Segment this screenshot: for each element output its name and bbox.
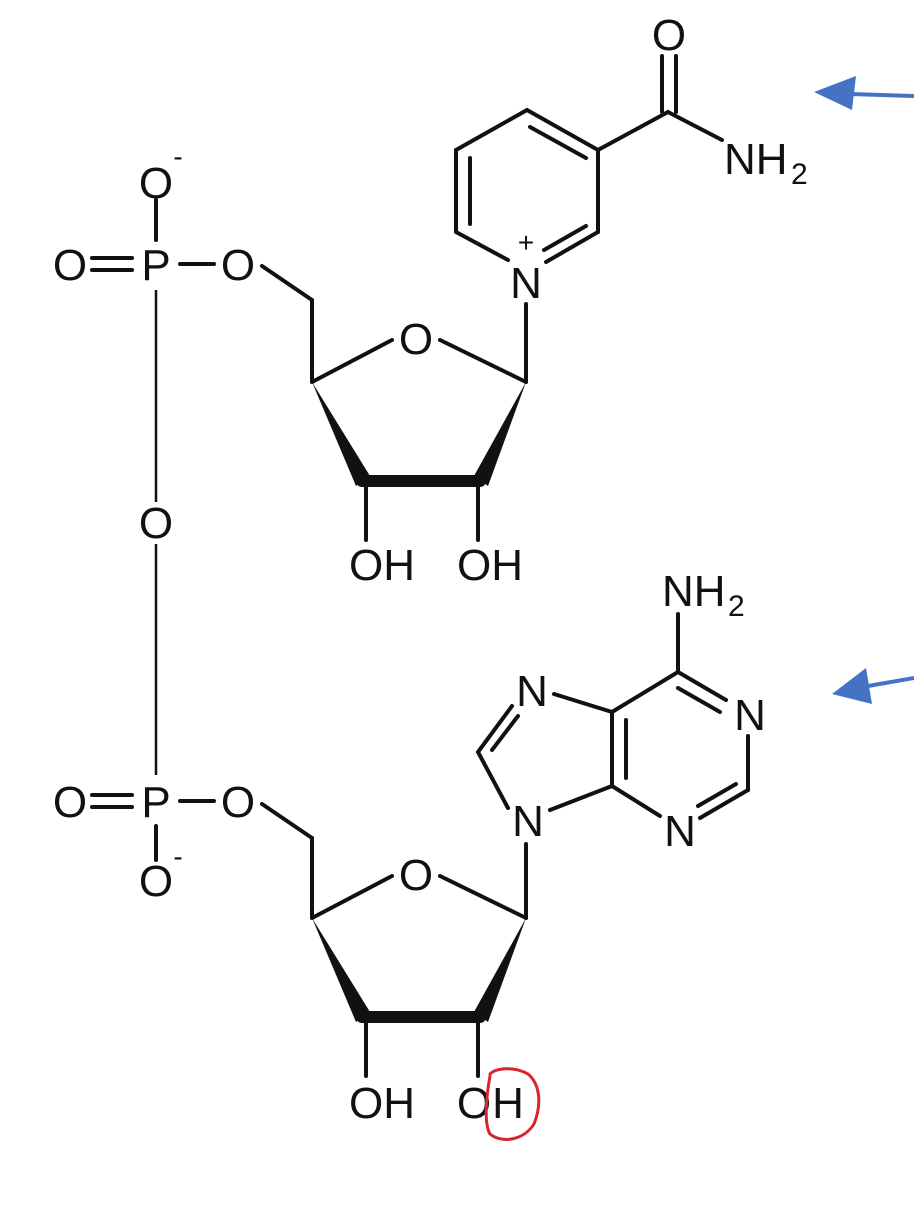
atom-ring-o-bottom: O <box>399 851 433 900</box>
atom-o-minus-bottom: O <box>139 857 173 906</box>
wedge-c4-c3-top <box>312 382 370 486</box>
bond-c2-n3 <box>698 788 750 820</box>
bond-c4-ringo-top <box>310 338 394 384</box>
bond-c6-n1 <box>676 670 728 702</box>
bond-ringo-c1-bottom <box>438 874 528 920</box>
bond-c2-n <box>544 230 600 264</box>
charge-minus-bottom: - <box>173 841 182 872</box>
atom-amide-nh: NH <box>724 135 788 184</box>
atom-oh-right-top: OH <box>457 541 523 590</box>
charge-plus: + <box>518 227 534 258</box>
bond-c2-n-inner <box>542 224 588 252</box>
atom-amine-nh: NH <box>662 567 726 616</box>
atom-n-plus: N <box>510 259 542 308</box>
bond-c4-c3 <box>525 108 600 152</box>
bond-o-ch2-top <box>260 264 314 302</box>
bond-c-nh2 <box>666 110 724 142</box>
bond-c6-n1-inner <box>676 686 722 714</box>
bond-c4-ringo-bottom <box>310 874 394 920</box>
atom-oh-left-bottom: OH <box>349 1079 415 1128</box>
wedge-c1-c2-top <box>474 382 526 486</box>
atom-o-ester-bottom: O <box>221 778 255 827</box>
highlight-circle-icon <box>484 1067 541 1141</box>
atom-h-right-bottom: H <box>492 1079 524 1128</box>
atom-o-bridge: O <box>139 499 173 548</box>
atom-o-ester-top: O <box>221 241 255 290</box>
bond-c3-carbonyl <box>596 110 670 152</box>
annotations <box>484 76 914 1141</box>
atom-p-bottom: P <box>141 778 170 827</box>
atom-n3: N <box>664 807 696 856</box>
bond-c8-n7 <box>476 704 514 754</box>
bond-c2-n3-inner <box>696 782 738 808</box>
bonds <box>90 54 750 1078</box>
atom-oh-left-top: OH <box>349 541 415 590</box>
arrow-left-icon <box>814 76 914 110</box>
wedge-c4-c3-bottom <box>312 918 370 1022</box>
bond-c4-n9 <box>548 784 614 812</box>
atom-o-double-bottom: O <box>53 778 87 827</box>
bond-n-c6 <box>454 230 510 262</box>
atom-labels: O - O P O O O OH OH N + O NH 2 NH 2 N N … <box>53 11 808 1128</box>
bond-n9-c8 <box>476 750 510 810</box>
atom-amide-sub: 2 <box>791 158 808 191</box>
atom-o-double-top: O <box>53 241 87 290</box>
atom-carbonyl-o: O <box>652 11 686 60</box>
atom-n1: N <box>734 691 766 740</box>
atom-o-minus-top: O <box>139 159 173 208</box>
bond-c4-c3-inner <box>528 125 588 160</box>
bond-n7-c5 <box>552 692 614 714</box>
arrow-left-icon <box>832 668 914 704</box>
atom-n9: N <box>512 797 544 846</box>
atom-ring-o-top: O <box>399 315 433 364</box>
bond-c5-c4 <box>454 108 529 152</box>
charge-minus-top: - <box>173 141 182 172</box>
bond-c5-c6 <box>610 670 680 714</box>
atom-n7: N <box>516 667 548 716</box>
bond-c8-n7-inner <box>490 714 520 752</box>
bond-o-ch2-bottom <box>260 802 314 840</box>
wedge-c1-c2-bottom <box>474 918 526 1022</box>
bond-n3-c4 <box>610 784 662 818</box>
atom-p-top: P <box>141 241 170 290</box>
atom-amine-sub: 2 <box>728 590 745 623</box>
bond-ringo-c1-top <box>438 338 528 384</box>
